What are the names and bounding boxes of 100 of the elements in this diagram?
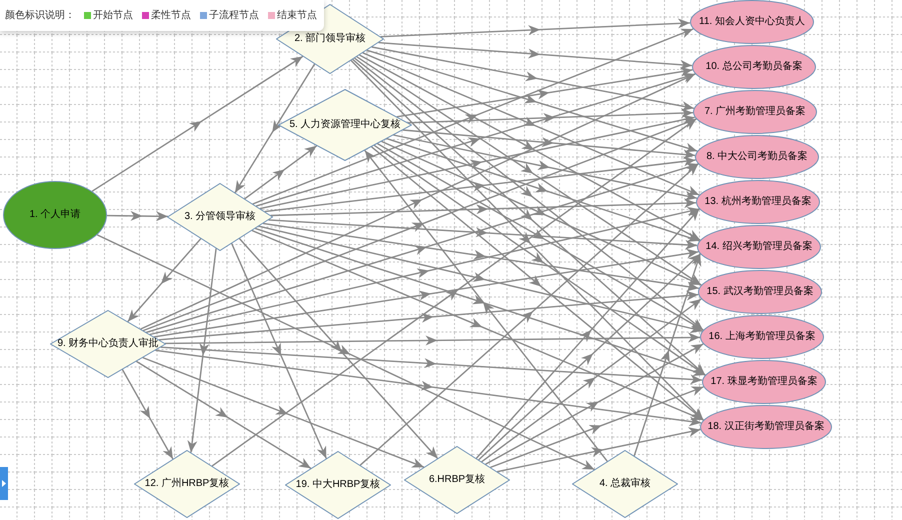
arrow — [360, 163, 699, 466]
arrow — [356, 56, 702, 286]
arrow — [231, 243, 327, 459]
node-label: 15. 武汉考勤管理员备案 — [706, 286, 814, 298]
arrow — [260, 115, 695, 210]
arrow — [142, 118, 696, 332]
decision-diamond — [278, 89, 412, 161]
arrow — [270, 198, 696, 216]
arrow — [136, 360, 312, 469]
arrow — [244, 145, 318, 200]
node-label: 7. 广州考勤管理员备案 — [704, 106, 806, 118]
arrow — [372, 46, 694, 111]
arrow — [150, 207, 700, 336]
arrow — [481, 298, 702, 462]
arrow — [155, 350, 702, 426]
node-label: 17. 珠显考勤管理员备案 — [710, 376, 818, 388]
arrow — [234, 64, 316, 194]
node-label: 16. 上海考勤管理员备案 — [708, 331, 816, 343]
end-ellipse — [690, 0, 814, 44]
legend-label: 开始节点 — [93, 10, 133, 22]
decision-diamond — [167, 183, 273, 251]
node-label: 10. 总公司考勤员备案 — [706, 61, 802, 73]
arrow — [408, 108, 694, 124]
node-label: 1. 个人申请 — [29, 209, 81, 221]
arrow — [380, 18, 690, 38]
end-ellipse — [695, 135, 819, 179]
arrow — [377, 143, 704, 331]
arrow — [252, 230, 704, 421]
node-label: 2. 部门领导审核 — [294, 33, 366, 45]
arrow — [378, 42, 692, 70]
arrow — [262, 222, 699, 292]
end-ellipse — [693, 90, 817, 134]
arrow — [158, 290, 698, 340]
arrow — [354, 58, 704, 331]
start-ellipse — [3, 181, 107, 249]
arrow — [490, 386, 704, 468]
node-label: 18. 汉正街考勤管理员备案 — [708, 421, 824, 433]
node-label: 6.HRBP复核 — [428, 474, 486, 486]
end-ellipse — [700, 315, 824, 359]
node-label: 14. 绍兴考勤管理员备案 — [706, 241, 812, 253]
arrow — [160, 346, 702, 384]
arrow — [396, 67, 693, 118]
node-label: 12. 广州HRBP复核 — [144, 478, 230, 490]
arrow — [127, 238, 202, 322]
node-label: 3. 分管领导审核 — [184, 211, 256, 223]
legend-title: 颜色标识说明： — [5, 10, 75, 22]
arrow — [238, 238, 438, 459]
arrow — [142, 356, 424, 468]
arrow — [107, 211, 168, 221]
arrow — [188, 248, 217, 453]
node-label: 8. 中大公司考勤员备案 — [706, 151, 808, 163]
legend-label: 子流程节点 — [209, 10, 259, 22]
arrow — [254, 228, 706, 376]
decision-diamond — [134, 450, 240, 518]
arrow — [268, 219, 698, 250]
arrow — [381, 140, 702, 286]
arrow — [252, 28, 694, 205]
decision-diamond — [50, 310, 166, 378]
end-ellipse — [692, 45, 816, 89]
arrow — [366, 50, 698, 152]
arrow — [634, 254, 702, 456]
legend-label: 柔性节点 — [151, 10, 191, 22]
arrow — [485, 343, 704, 465]
arrow — [96, 234, 595, 470]
arrow — [402, 129, 696, 160]
arrow — [374, 144, 706, 376]
arrow — [164, 332, 700, 346]
arrow — [146, 162, 698, 334]
end-ellipse — [697, 225, 821, 269]
arrow — [359, 54, 701, 241]
arrow — [476, 208, 700, 459]
arrow — [478, 253, 701, 460]
node-label: 19. 中大HRBP复核 — [296, 479, 380, 491]
decision-diamond — [404, 446, 510, 514]
node-label: 5. 人力资源管理中心复核 — [289, 119, 401, 131]
node-label: 11. 知会人资中心负责人 — [699, 16, 805, 28]
arrow — [140, 73, 696, 330]
decision-diamond — [572, 450, 678, 518]
end-ellipse — [698, 270, 822, 314]
end-ellipse — [696, 180, 820, 224]
legend-label: 结束节点 — [277, 10, 317, 22]
node-label: 9. 财务中心负责人审批 — [57, 338, 159, 350]
arrow — [212, 118, 697, 467]
end-ellipse — [700, 405, 832, 449]
arrow — [264, 156, 696, 212]
arrow — [258, 226, 703, 333]
arrow — [362, 52, 700, 196]
arrow — [256, 72, 696, 207]
node-label: 13. 杭州考勤管理员备案 — [704, 196, 812, 208]
arrow — [371, 146, 704, 421]
arrow — [386, 138, 700, 242]
arrow — [496, 427, 701, 472]
arrow — [154, 249, 699, 338]
arrow — [364, 150, 608, 462]
arrow — [122, 369, 174, 460]
arrow — [393, 134, 698, 201]
node-label: 4. 总裁审核 — [599, 478, 651, 490]
arrow — [92, 56, 304, 192]
end-ellipse — [702, 360, 826, 404]
decision-diamond — [285, 451, 391, 519]
